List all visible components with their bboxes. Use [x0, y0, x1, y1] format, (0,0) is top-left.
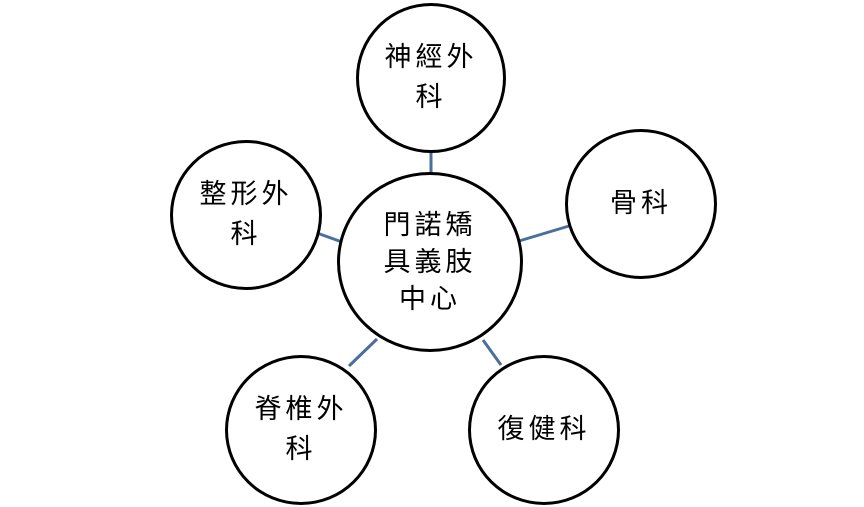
node-neurosurgery: 神經外 科 [356, 3, 506, 153]
node-orthopedics-label: 骨科 [610, 188, 672, 219]
connector-orthopedics [518, 224, 570, 243]
node-plastic-surgery-label: 整形外 科 [199, 179, 293, 250]
connector-spine-surgery [347, 337, 379, 368]
node-rehabilitation: 復健科 [468, 355, 620, 505]
connector-plastic-surgery [316, 231, 343, 244]
connector-rehabilitation [481, 339, 503, 366]
node-orthopedics: 骨科 [565, 129, 717, 279]
node-spine-surgery: 脊椎外 科 [225, 355, 377, 505]
node-neurosurgery-label: 神經外 科 [384, 42, 478, 113]
center-node-label: 門諾矯 具義肢 中心 [383, 209, 477, 315]
node-spine-surgery-label: 脊椎外 科 [254, 394, 348, 465]
node-plastic-surgery: 整形外 科 [170, 140, 322, 290]
center-node: 門諾矯 具義肢 中心 [337, 172, 523, 352]
node-rehabilitation-label: 復健科 [497, 414, 591, 445]
